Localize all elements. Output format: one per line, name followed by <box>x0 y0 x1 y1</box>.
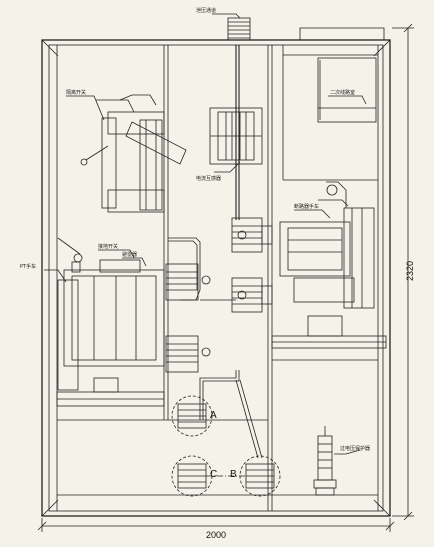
cable-terminal-b <box>245 463 275 489</box>
leader-middle-right <box>294 209 331 219</box>
cable-run-e <box>202 370 240 420</box>
leader-left-mid-a <box>98 249 135 259</box>
label-breaker-truck: 断路器手车 <box>294 204 320 210</box>
isolating-switch <box>80 94 187 213</box>
dimension-height-line <box>392 23 414 521</box>
cable-line-b <box>235 379 259 459</box>
leader-upper-left <box>66 95 105 121</box>
earthing-switch <box>57 237 83 273</box>
cable-run-c <box>180 289 201 301</box>
label-pt-truck: PT手车 <box>20 264 37 270</box>
label-earthing-switch: 接地开关 <box>98 244 119 250</box>
cable-terminal-c <box>177 463 207 489</box>
current-transformer <box>209 107 263 173</box>
cable-run-b <box>168 240 198 290</box>
label-arrester: 避雷器 <box>122 252 138 258</box>
pt-truck <box>63 259 165 367</box>
corner-line-br <box>373 499 391 517</box>
contact-box-left-lower <box>165 335 211 373</box>
label-current-transformer: 电流互感器 <box>196 176 222 182</box>
leader-left-mid-b <box>122 257 147 267</box>
cable-terminal-a <box>177 403 207 429</box>
leader-left-edge <box>44 269 67 283</box>
label-isolating-switch: 隔离开关 <box>66 90 87 96</box>
top-right-step <box>299 27 385 40</box>
corner-line-bl <box>41 499 59 517</box>
secondary-room-panel <box>317 57 377 123</box>
pt-panel-left <box>57 279 79 391</box>
pressure-relief-vent <box>212 13 251 41</box>
secondary-room-leader <box>328 95 367 105</box>
cabinet-outline <box>41 39 391 517</box>
surge-arrester <box>313 426 361 496</box>
cable-line-b-2 <box>239 379 263 459</box>
dimension-width: 2000 <box>206 530 227 540</box>
contact-box-lower-center <box>231 277 273 313</box>
label-pressure-relief: 泄压通道 <box>196 8 217 14</box>
contact-box-left-upper <box>165 263 211 301</box>
phase-label-a: A <box>210 410 217 421</box>
cable-run-a <box>168 237 201 290</box>
cabinet-inner-outline <box>48 44 384 512</box>
phase-label-c: C <box>210 469 218 480</box>
cable-entry-a <box>171 395 213 437</box>
phase-label-b: B <box>230 469 237 480</box>
cable-run-d <box>199 370 237 420</box>
corner-line-tr <box>373 39 391 57</box>
contact-box-upper-center <box>231 217 273 253</box>
dimension-height: 2320 <box>405 260 416 282</box>
breaker-truck <box>279 181 375 309</box>
label-secondary-room: 二次线路室 <box>330 90 356 96</box>
corner-line-tl <box>41 39 59 57</box>
breaker-truck-base <box>307 315 343 337</box>
lower-left-rail <box>56 377 165 407</box>
label-overvoltage-protector: 过电压保护器 <box>340 446 371 452</box>
dimension-width-line <box>37 518 395 532</box>
